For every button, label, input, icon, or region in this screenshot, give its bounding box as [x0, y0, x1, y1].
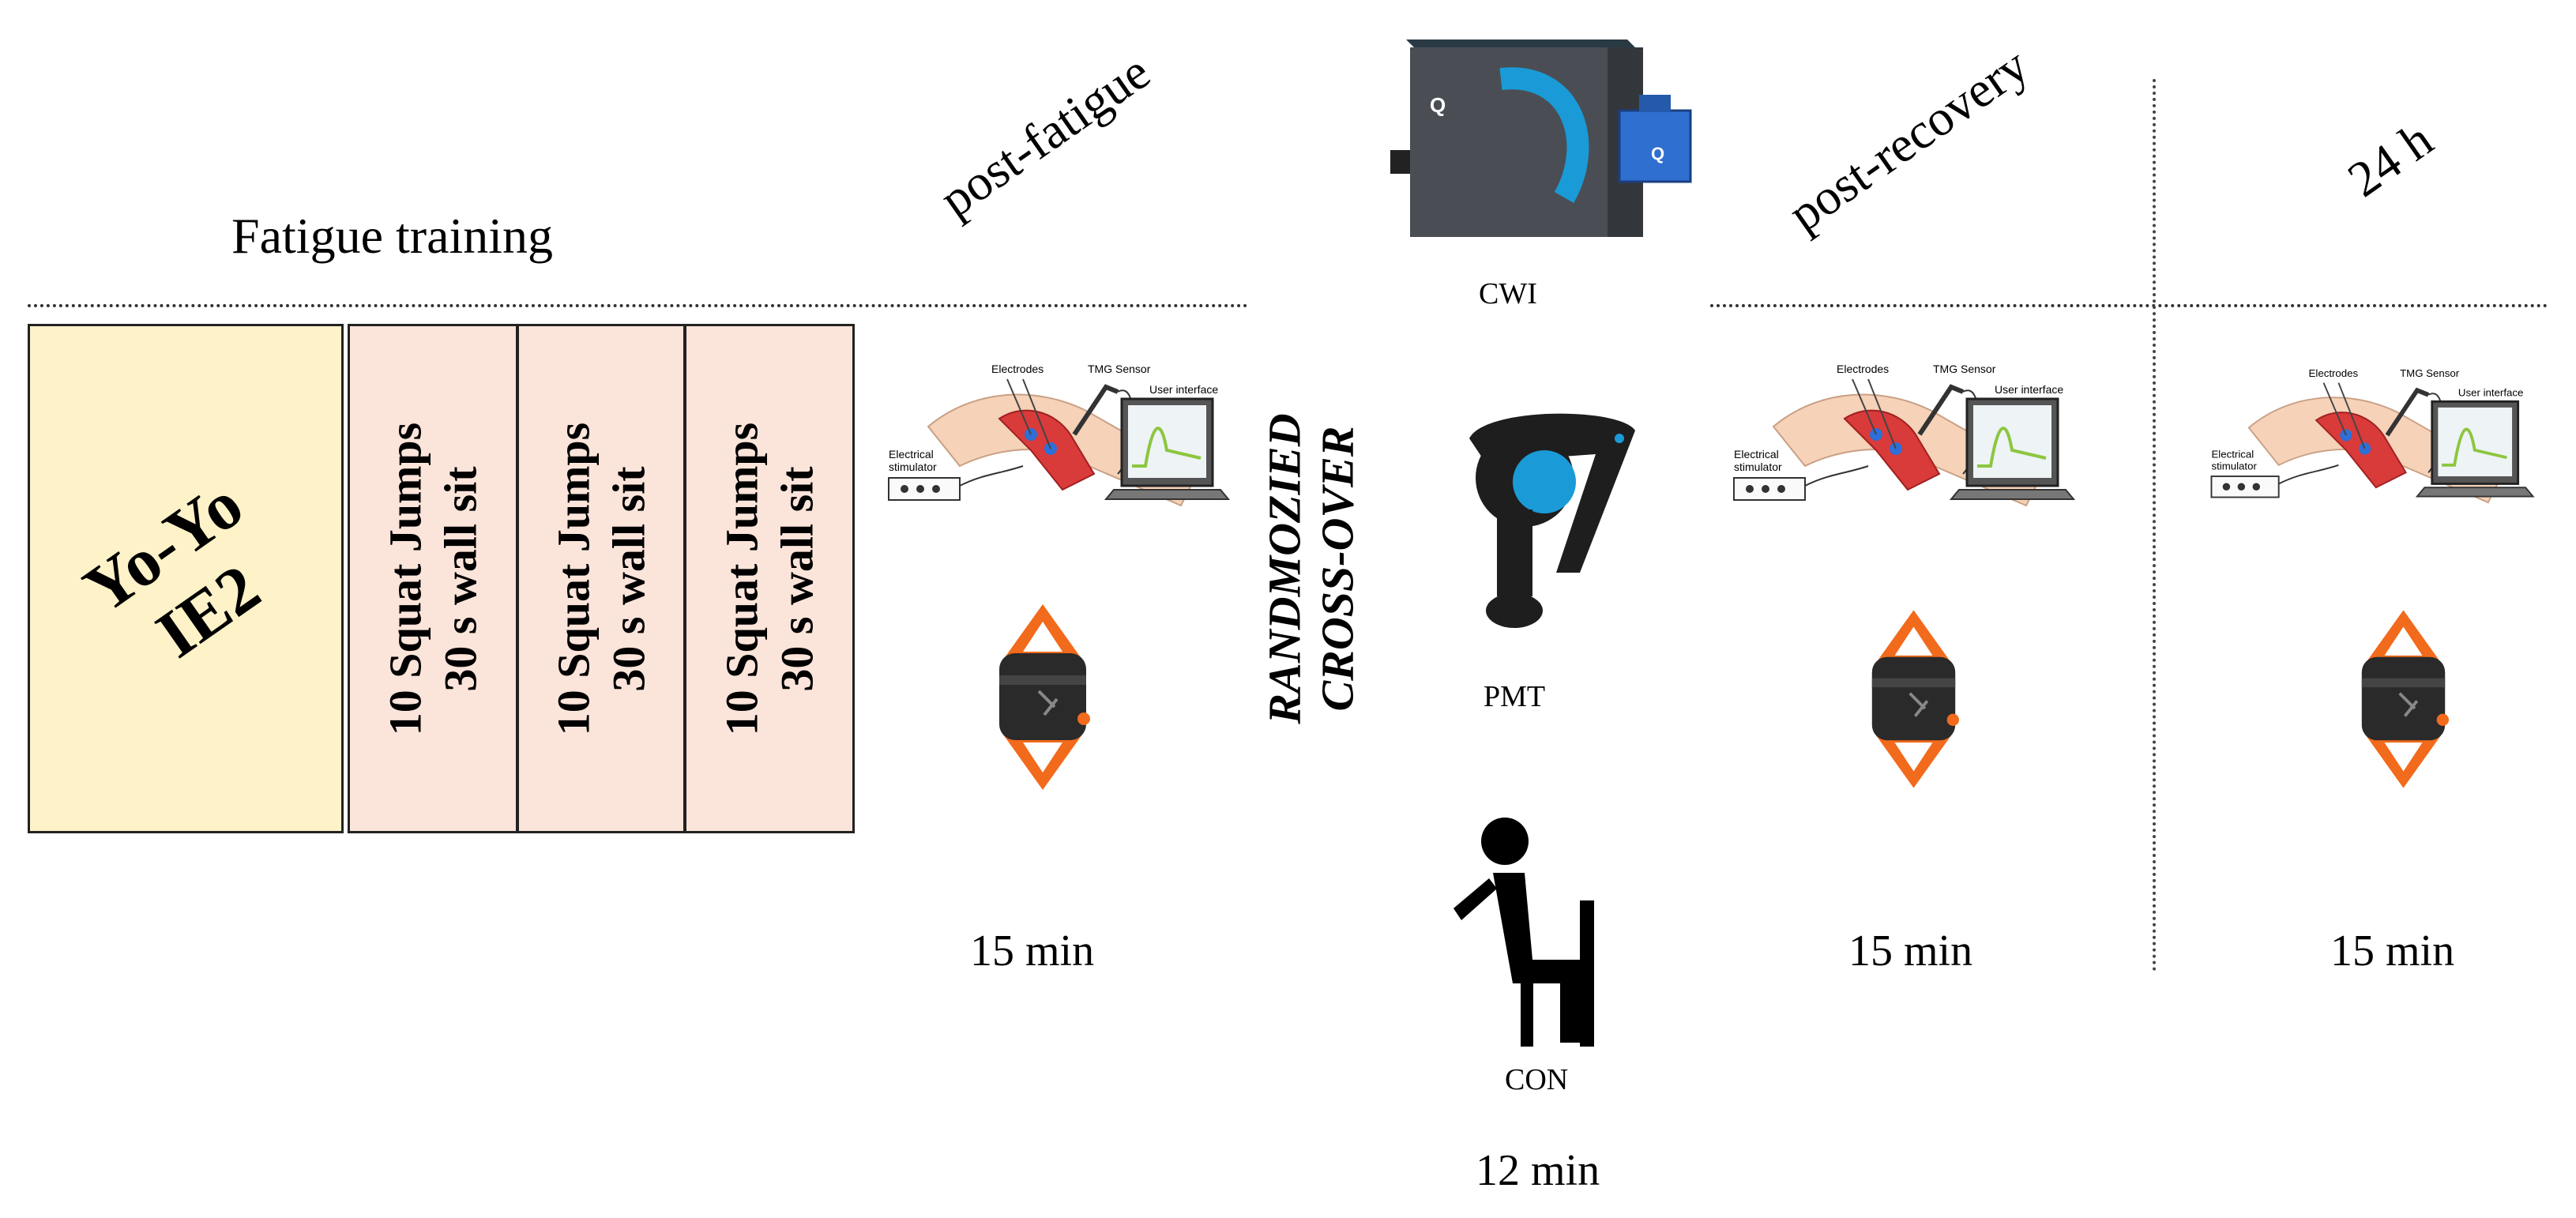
tmg-label-stim-2b: stimulator — [1734, 461, 1782, 473]
tmg-setup-illustration-3: Electrodes TMG Sensor User interface Ele… — [2210, 367, 2535, 504]
squat-block-2-line2: 30 s wall sit — [603, 465, 654, 692]
duration-post-fatigue: 15 min — [970, 927, 1095, 976]
tmg-label-stim-1b: stimulator — [889, 461, 937, 473]
tmg-label-ui-1: User interface — [1149, 383, 1218, 396]
tmg-label-stim-3b: stimulator — [2211, 460, 2257, 472]
tmg-label-stim-3a: Electrical — [2211, 448, 2254, 460]
crossover-line1: RANDMOZIED — [1258, 413, 1311, 724]
timeline-divider-left — [28, 304, 1248, 307]
tmg-setup-illustration-1: Electrodes TMG Sensor User interface Ele… — [888, 363, 1231, 507]
orange-device-icon-1 — [999, 604, 1090, 790]
squat-block-1: 10 Squat Jumps 30 s wall sit — [348, 324, 518, 833]
tmg-label-stim-1a: Electrical — [889, 448, 934, 461]
tmg-label-electrodes-3: Electrodes — [2309, 367, 2359, 379]
seated-person-icon — [1453, 818, 1594, 1047]
con-duration: 12 min — [1476, 1146, 1600, 1195]
crossover-line2: CROSS-OVER — [1311, 426, 1363, 712]
orange-device-icon-2 — [1871, 610, 1959, 788]
tmg-label-sensor-1: TMG Sensor — [1088, 363, 1151, 375]
timeline-divider-right — [1710, 304, 2548, 307]
cold-water-tub-icon: Q Q — [1390, 39, 1692, 237]
svg-text:Q: Q — [1651, 144, 1664, 164]
massage-gun-icon — [1469, 413, 1635, 628]
phase-title-post-recovery: post-recovery — [1778, 36, 2039, 242]
squat-block-2: 10 Squat Jumps 30 s wall sit — [517, 324, 686, 833]
tmg-label-ui-2: User interface — [1995, 383, 2063, 396]
tmg-label-electrodes-1: Electrodes — [991, 363, 1044, 375]
crossover-label: RANDMOZIED CROSS-OVER — [1258, 413, 1363, 724]
tmg-label-electrodes-2: Electrodes — [1837, 363, 1889, 375]
label-con: CON — [1505, 1063, 1569, 1096]
label-cwi: CWI — [1479, 277, 1537, 310]
phase-title-post-fatigue: post-fatigue — [929, 43, 1160, 228]
squat-block-3-line2: 30 s wall sit — [771, 465, 822, 692]
tmg-setup-illustration-2: Electrodes TMG Sensor User interface Ele… — [1733, 363, 2076, 507]
squat-block-3: 10 Squat Jumps 30 s wall sit — [684, 324, 855, 833]
squat-block-2-line1: 10 Squat Jumps — [547, 422, 600, 735]
svg-text:Q: Q — [1430, 93, 1446, 117]
tmg-label-ui-3: User interface — [2458, 387, 2523, 399]
yoyo-block: Yo-Yo IE2 — [28, 324, 344, 833]
duration-post-recovery: 15 min — [1848, 927, 1973, 976]
squat-block-1-line1: 10 Squat Jumps — [379, 422, 431, 735]
squat-block-1-line2: 30 s wall sit — [434, 465, 486, 692]
orange-device-icon-3 — [2361, 610, 2449, 788]
tmg-label-sensor-2: TMG Sensor — [1933, 363, 1996, 375]
tmg-label-stim-2a: Electrical — [1734, 448, 1779, 461]
label-pmt: PMT — [1484, 680, 1546, 713]
timeline-divider-24h — [2153, 79, 2156, 972]
tmg-label-sensor-3: TMG Sensor — [2400, 367, 2460, 379]
phase-title-fatigue: Fatigue training — [231, 208, 554, 264]
squat-block-3-line1: 10 Squat Jumps — [716, 422, 768, 735]
phase-title-24h: 24 h — [2337, 111, 2442, 208]
duration-24h: 15 min — [2330, 927, 2455, 976]
